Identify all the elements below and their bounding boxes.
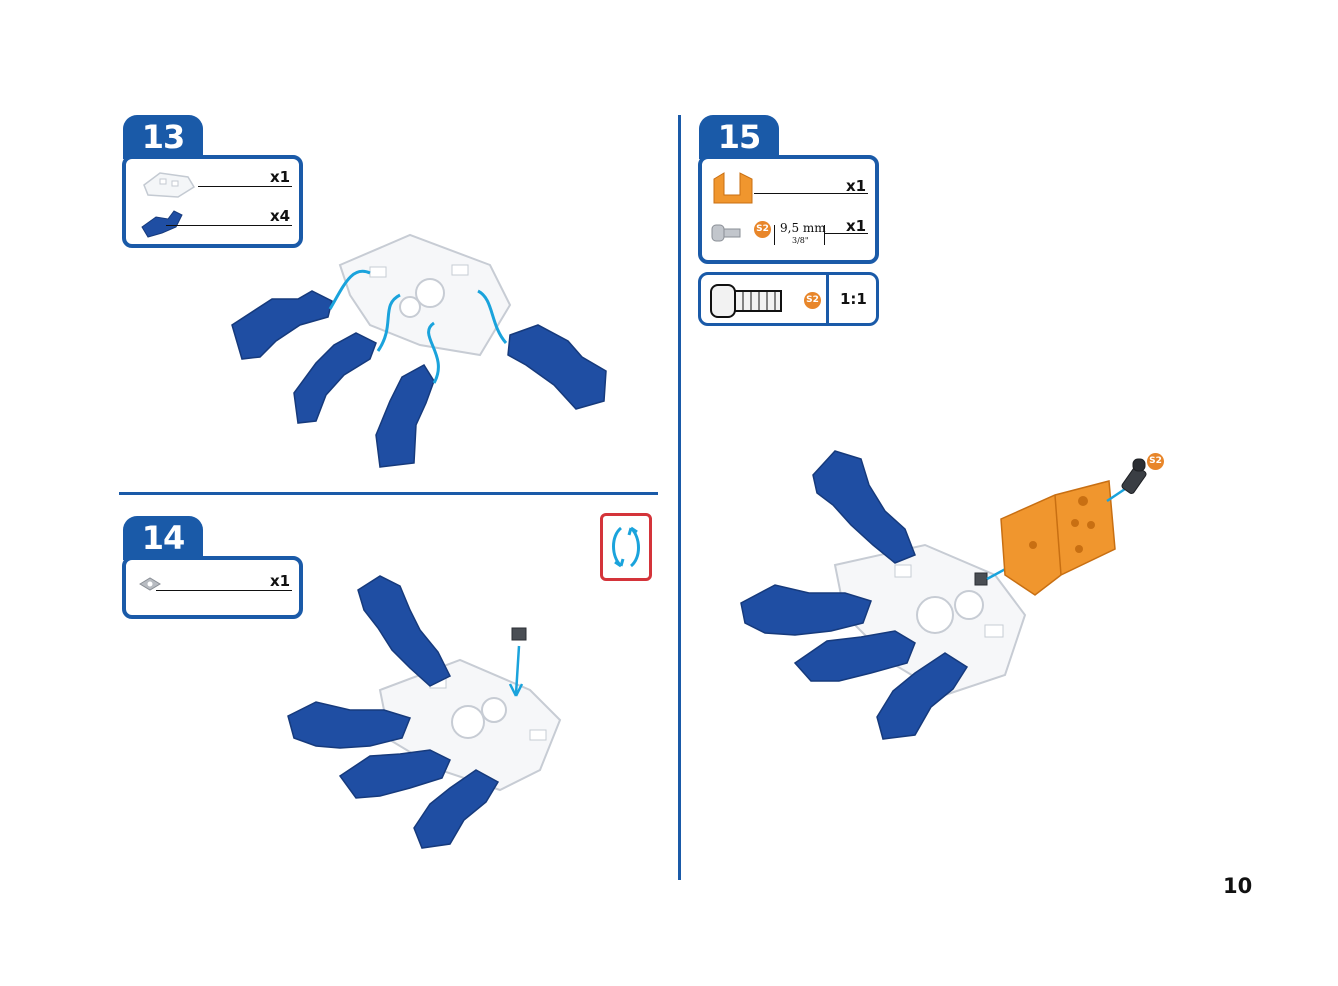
screw-length-imperial: 3/8" [792,236,809,245]
step-13-illustration [220,225,640,485]
blue-finger-part-icon [138,205,188,239]
scale-label: 1:1 [840,290,867,308]
callout-s2-badge: S2 [1147,453,1164,470]
scale-s2-badge: S2 [804,292,821,309]
step-15-qty-2: x1 [846,217,866,235]
step-15-number: 15 [699,115,779,159]
screw-actual-size-icon [709,281,789,321]
screw-part-icon [710,221,754,245]
page-number: 10 [1223,874,1252,898]
step-15-parts-box: x1 S2 9,5 mm 3/8" x1 [698,155,879,264]
step-15-illustration [735,445,1175,745]
section-divider-horizontal [119,492,658,495]
square-nut-part-icon [136,574,166,598]
step-13-qty-1: x1 [270,168,290,186]
white-frame-part-icon [138,167,198,201]
step-15-qty-1: x1 [846,177,866,195]
step-14-number: 14 [123,516,203,560]
orange-bracket-part-icon [710,169,758,209]
screw-length: 9,5 mm [780,221,826,235]
step-14-illustration [280,570,600,850]
screw-scale-box: S2 1:1 [698,272,879,326]
step-15-s2-badge: S2 [754,221,771,238]
rotate-arrows-icon [600,513,652,581]
step-13-qty-2: x4 [270,207,290,225]
step-14-parts-box: x1 [122,556,303,619]
step-13-number: 13 [123,115,203,159]
section-divider-vertical [678,115,681,880]
